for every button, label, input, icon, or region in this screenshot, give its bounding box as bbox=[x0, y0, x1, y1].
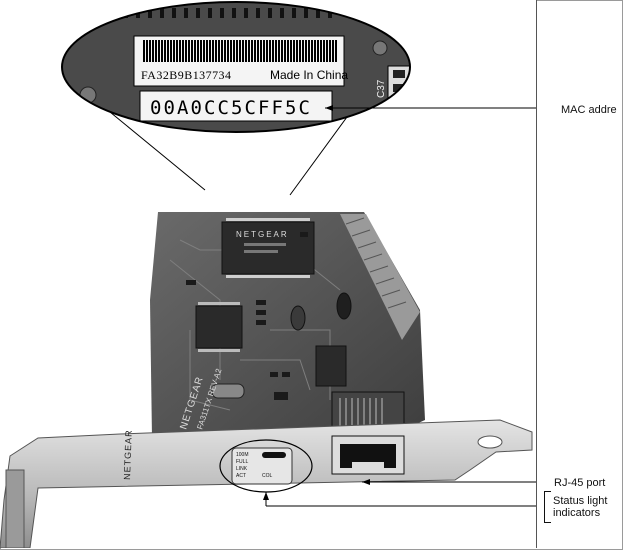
circuit-board: NETGEAR NETGEAR FA311TX REV-A2 bbox=[150, 212, 425, 438]
led-label-act: ACT bbox=[236, 473, 246, 479]
transformer bbox=[315, 345, 347, 387]
inset-component-label: C37 bbox=[376, 79, 387, 98]
led-label-full: FULL bbox=[236, 459, 248, 465]
inset-origin: Made In China bbox=[270, 68, 348, 82]
phy-chip bbox=[195, 305, 243, 349]
nic-photo: FA32B9B137734 Made In China 00A0CC5CFF5C… bbox=[0, 0, 537, 548]
capacitor bbox=[336, 292, 352, 320]
mounting-bracket: NETGEAR 100M FULL LINK ACT COL bbox=[0, 419, 533, 548]
mac-address-callout: MAC addre bbox=[561, 104, 617, 116]
capacitor bbox=[290, 305, 306, 331]
status-callout-bracket bbox=[544, 491, 551, 523]
rj45-callout: RJ-45 port bbox=[554, 477, 606, 489]
led-label-col: COL bbox=[262, 473, 273, 479]
chip-brand: NETGEAR bbox=[236, 230, 289, 239]
led-label-100m: 100M bbox=[236, 452, 249, 458]
zoom-inset: FA32B9B137734 Made In China 00A0CC5CFF5C… bbox=[61, 1, 411, 133]
bracket-brand: NETGEAR bbox=[122, 429, 134, 480]
inset-serial: FA32B9B137734 bbox=[141, 68, 231, 82]
led-label-link: LINK bbox=[236, 466, 248, 472]
nic-illustration: FA32B9B137734 Made In China 00A0CC5CFF5C… bbox=[0, 1, 536, 548]
controller-chip bbox=[221, 221, 315, 275]
crystal bbox=[211, 383, 245, 399]
status-lights-callout: Status light indicators bbox=[553, 495, 608, 519]
